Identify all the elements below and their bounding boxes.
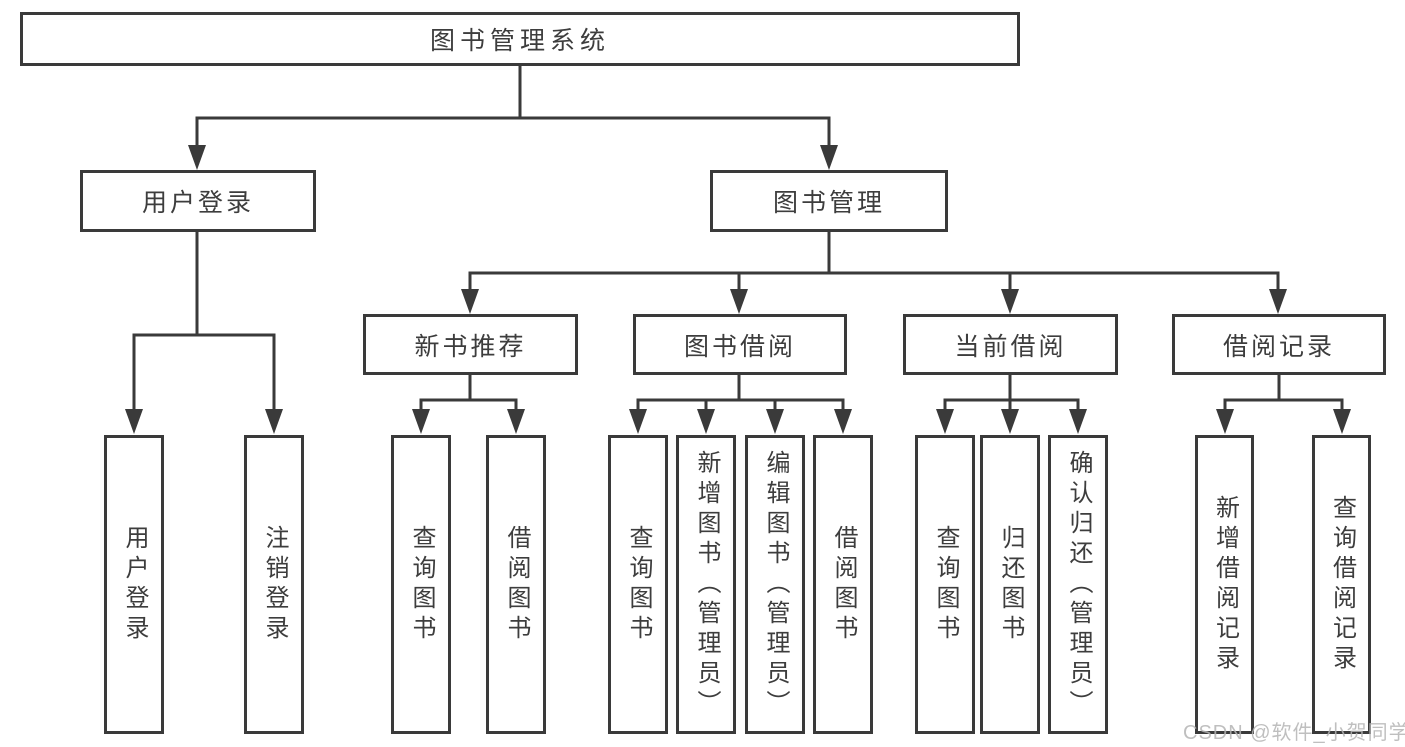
csdn-watermark: CSDN @软件_小贺同学	[1183, 722, 1405, 744]
leaf-edit-books-admin: 编辑图书（管理员）	[745, 435, 805, 734]
leaf-label: 查询借阅记录	[1328, 494, 1356, 675]
node-current-borrow: 当前借阅	[903, 314, 1118, 375]
leaf-query-books: 查询图书	[915, 435, 975, 734]
leaf-label: 借阅图书	[503, 524, 530, 645]
arrow-down-icon	[834, 409, 852, 434]
arrow-down-icon	[730, 289, 748, 314]
arrow-down-icon	[265, 409, 283, 434]
arrow-down-icon	[1216, 409, 1234, 434]
node-book-borrow: 图书借阅	[633, 314, 847, 375]
leaf-label: 借阅图书	[830, 524, 857, 645]
arrow-down-icon	[1269, 289, 1287, 314]
leaf-label: 查询图书	[932, 524, 959, 645]
leaf-label: 查询图书	[408, 524, 435, 645]
leaf-query-books: 查询图书	[391, 435, 451, 734]
node-label: 当前借阅	[954, 332, 1067, 361]
arrow-down-icon	[766, 409, 784, 434]
leaf-user-login: 用户登录	[104, 435, 164, 734]
leaf-confirm-return-admin: 确认归还（管理员）	[1048, 435, 1108, 734]
leaf-add-borrow-record: 新增借阅记录	[1195, 435, 1254, 734]
node-book-mgmt-label: 图书管理	[772, 189, 885, 217]
arrow-down-icon	[461, 289, 479, 314]
arrow-down-icon	[188, 145, 206, 170]
arrow-down-icon	[936, 409, 954, 434]
node-label: 图书借阅	[683, 332, 796, 361]
leaf-label: 确认归还（管理员）	[1065, 449, 1092, 720]
leaf-query-borrow-record: 查询借阅记录	[1312, 435, 1371, 734]
leaf-label: 注销登录	[261, 524, 288, 645]
arrow-down-icon	[412, 409, 430, 434]
arrow-down-icon	[820, 145, 838, 170]
node-user-login: 用户登录	[80, 170, 316, 232]
leaf-borrow-books: 借阅图书	[486, 435, 546, 734]
arrow-down-icon	[1069, 409, 1087, 434]
arrow-down-icon	[1333, 409, 1351, 434]
leaf-logout: 注销登录	[244, 435, 304, 734]
node-root: 图书管理系统	[20, 12, 1020, 66]
leaf-label: 新增借阅记录	[1211, 494, 1239, 675]
leaf-label: 归还图书	[997, 524, 1024, 645]
node-new-book-recommend: 新书推荐	[363, 314, 578, 375]
node-label: 新书推荐	[414, 332, 527, 361]
arrow-down-icon	[629, 409, 647, 434]
leaf-label: 编辑图书（管理员）	[762, 449, 789, 720]
arrow-down-icon	[697, 409, 715, 434]
arrow-down-icon	[1001, 409, 1019, 434]
leaf-return-books: 归还图书	[980, 435, 1040, 734]
leaf-label: 查询图书	[625, 524, 652, 645]
arrow-down-icon	[507, 409, 525, 434]
arrow-down-icon	[125, 409, 143, 434]
node-user-login-label: 用户登录	[141, 189, 254, 217]
node-label: 借阅记录	[1222, 332, 1335, 361]
leaf-label: 用户登录	[121, 524, 148, 645]
leaf-query-books: 查询图书	[608, 435, 668, 734]
node-borrow-record: 借阅记录	[1172, 314, 1386, 375]
node-root-label: 图书管理系统	[429, 27, 610, 55]
leaf-label: 新增图书（管理员）	[693, 449, 720, 720]
leaf-add-books-admin: 新增图书（管理员）	[676, 435, 736, 734]
leaf-borrow-books: 借阅图书	[813, 435, 873, 734]
arrow-down-icon	[1001, 289, 1019, 314]
node-book-mgmt: 图书管理	[710, 170, 948, 232]
